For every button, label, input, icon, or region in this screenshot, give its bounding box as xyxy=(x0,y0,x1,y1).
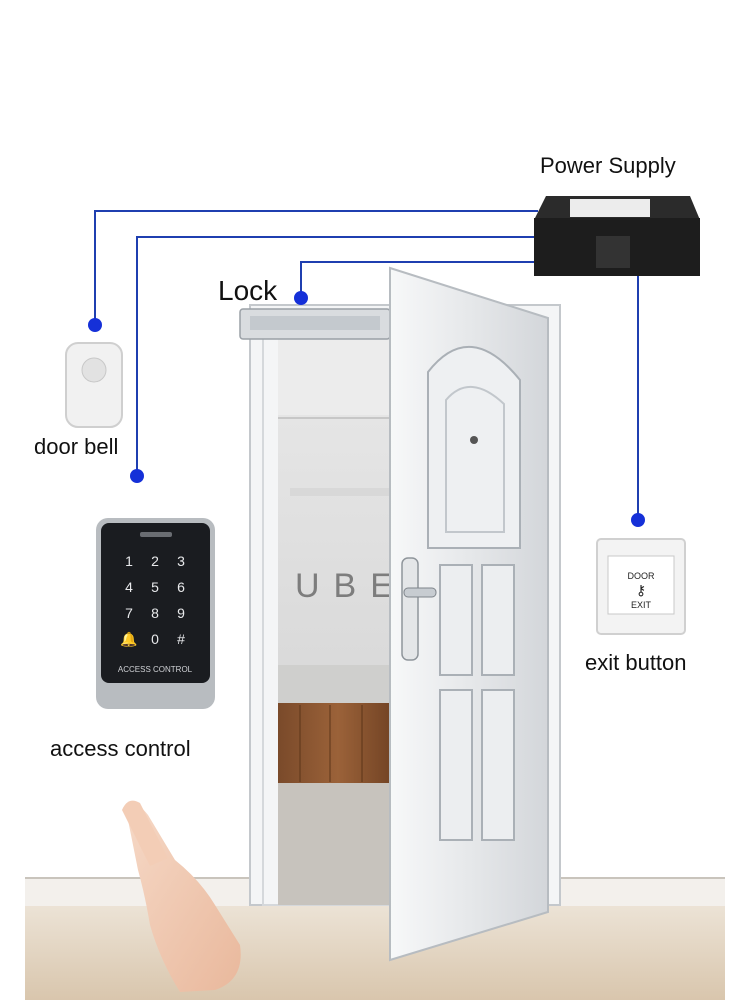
keypad-key: 6 xyxy=(177,579,185,595)
door-bell-speaker xyxy=(81,357,107,383)
magnetic-lock-face xyxy=(250,316,380,330)
keypad-key: 7 xyxy=(125,605,133,621)
room-marble-wall xyxy=(278,665,398,705)
connector-lock xyxy=(294,291,308,305)
door-handle xyxy=(403,587,437,598)
door-panel-1 xyxy=(439,564,473,676)
room-wood-panel xyxy=(278,703,398,783)
door-handle-plate xyxy=(401,557,419,661)
door-bell-label: door bell xyxy=(34,434,119,459)
wire-door-bell xyxy=(94,210,538,325)
keypad-caption: ACCESS CONTROL xyxy=(118,665,193,674)
wire-access-control xyxy=(136,236,534,475)
keypad-key: 4 xyxy=(125,579,133,595)
power-supply-label: Power Supply xyxy=(540,153,676,178)
room-floor xyxy=(278,783,398,905)
access-control-label: access control xyxy=(50,736,191,761)
keypad-body xyxy=(101,523,210,683)
keypad-key: 0 xyxy=(151,631,159,647)
door-panel-4 xyxy=(481,689,515,841)
connector-door-bell xyxy=(88,318,102,332)
door-arch-panel xyxy=(427,346,521,549)
lock-label: Lock xyxy=(218,275,278,306)
connector-access-control xyxy=(130,469,144,483)
keypad-key: 2 xyxy=(151,553,159,569)
exit-button-label: exit button xyxy=(585,650,687,675)
pointing-finger xyxy=(122,800,168,866)
background-sign: UBE xyxy=(295,567,407,605)
keypad-key: 🔔 xyxy=(120,631,137,648)
room-ceiling xyxy=(278,330,398,415)
door-panel-2 xyxy=(481,564,515,676)
connector-exit-button xyxy=(631,513,645,527)
keypad-key: 8 xyxy=(151,605,159,621)
keypad-key: # xyxy=(177,631,185,647)
exit-button-key-icon: ⚷ xyxy=(636,582,646,598)
exit-button-door-text: DOOR xyxy=(628,571,656,581)
keypad-indicator xyxy=(140,532,172,537)
wire-lock xyxy=(300,261,534,298)
keypad-key: 3 xyxy=(177,553,185,569)
door-peephole xyxy=(470,436,478,444)
keypad-key: 9 xyxy=(177,605,185,621)
power-supply-sticker xyxy=(570,199,650,217)
exit-button-exit-text: EXIT xyxy=(631,600,652,610)
power-supply-vent xyxy=(596,236,630,268)
door-panel-3 xyxy=(439,689,473,841)
door-arch-inner xyxy=(445,385,505,533)
keypad-key: 5 xyxy=(151,579,159,595)
door-bell-device xyxy=(65,342,123,428)
room-light-strip xyxy=(290,488,390,496)
floor xyxy=(25,905,725,1000)
keypad-key: 1 xyxy=(125,553,133,569)
exit-button-face xyxy=(607,555,675,615)
